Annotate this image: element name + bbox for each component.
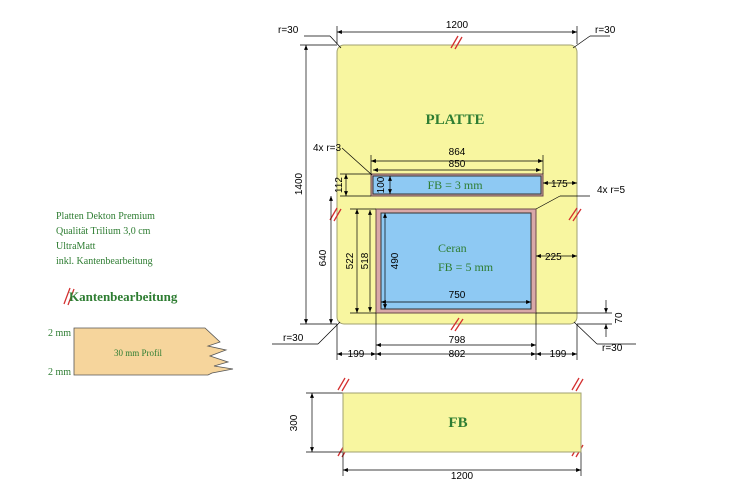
dim-cooktop-offset-right: 225 xyxy=(545,252,562,263)
slot-glass xyxy=(372,175,542,195)
dim-cooktop-width-inner: 750 xyxy=(449,290,466,301)
dim-radius-br: r=30 xyxy=(602,343,623,354)
cooktop-label-2: FB = 5 mm xyxy=(438,260,494,274)
dim-cooktop-total-height: 640 xyxy=(318,249,329,266)
dim-slot-offset-right: 175 xyxy=(551,179,568,190)
cooktop-glass xyxy=(380,212,532,310)
profile-thickness-top: 2 mm xyxy=(48,328,71,339)
dim-margin-left: 199 xyxy=(348,349,365,360)
profile-label: 30 mm Profil xyxy=(114,348,163,358)
note-finish: UltraMatt xyxy=(56,241,96,252)
platte-title: PLATTE xyxy=(426,112,485,128)
dim-slot-height: 100 xyxy=(376,176,387,193)
fb-title: FB xyxy=(448,415,467,431)
profile-shape xyxy=(73,327,234,376)
dim-cooktop-radius: 4x r=5 xyxy=(597,185,626,196)
dim-slot-offset-top: 112 xyxy=(334,177,345,193)
slot-label: FB = 3 mm xyxy=(427,178,483,192)
dim-slot-radius: 4x r=3 xyxy=(313,143,342,154)
dim-radius-tl: r=30 xyxy=(278,25,299,36)
dim-cooktop-height-inner: 518 xyxy=(360,252,371,269)
dim-platte-height: 1400 xyxy=(294,172,305,195)
dim-slot-width-outer: 864 xyxy=(449,147,466,158)
dim-radius-tr: r=30 xyxy=(595,25,616,36)
dim-platte-width: 1200 xyxy=(446,20,469,31)
legend-edge-title: Kantenbearbeitung xyxy=(69,289,178,304)
note-material: Platten Dekton Premium xyxy=(56,211,155,222)
note-quality: Qualität Trilium 3,0 cm xyxy=(56,226,151,237)
dim-slot-width-inner: 850 xyxy=(449,159,466,170)
dim-cooktop-width-cut: 802 xyxy=(449,349,466,360)
dim-fb-width: 1200 xyxy=(451,471,474,482)
dim-cooktop-height-outer: 522 xyxy=(345,252,356,269)
dim-radius-bl: r=30 xyxy=(283,333,304,344)
note-edge: inkl. Kantenbearbeitung xyxy=(56,256,153,267)
dim-cooktop-height-glass: 490 xyxy=(390,252,401,269)
dim-margin-right: 199 xyxy=(550,349,567,360)
dim-cooktop-offset-bottom: 70 xyxy=(614,312,625,324)
dim-fb-height: 300 xyxy=(289,414,300,431)
dim-cooktop-width-outer: 798 xyxy=(449,335,466,346)
profile-thickness-bottom: 2 mm xyxy=(48,367,71,378)
fb-shape xyxy=(342,392,582,453)
cooktop-label-1: Ceran xyxy=(438,241,467,255)
